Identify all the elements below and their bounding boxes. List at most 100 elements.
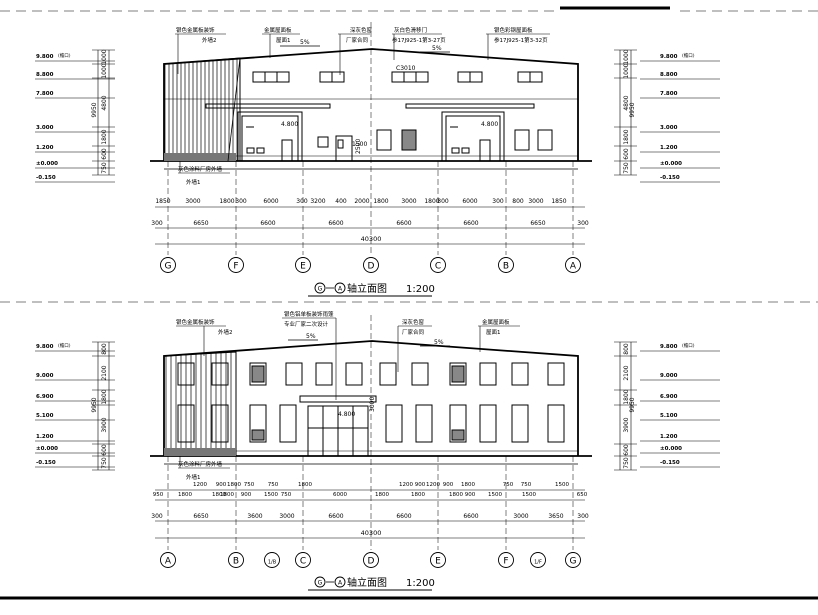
width-dimension: 650 — [577, 492, 588, 498]
total-height-dimension: 9950 — [91, 102, 98, 117]
callout-label: 外墙2 — [202, 36, 217, 44]
drawing-label: 4.800 — [481, 121, 498, 128]
callout-leaders — [176, 317, 520, 469]
level-mark: 8.800 — [660, 72, 678, 78]
bay-dimension: 300 — [577, 220, 589, 227]
bay-dimension: 6600 — [328, 513, 343, 520]
width-dimension: 1200 — [426, 482, 440, 488]
level-mark: 9.800 — [36, 54, 54, 60]
callout-label: 灰色涂料厂房外墙 — [178, 165, 223, 173]
width-dimension: 750 — [503, 482, 514, 488]
width-dimension: 750 — [268, 482, 279, 488]
height-dimension: 750 — [623, 162, 630, 174]
caption-axis-bubble — [334, 282, 346, 294]
callout-label: 深灰色窗 — [402, 318, 425, 326]
axis-lines — [167, 22, 574, 255]
axis-label: A — [165, 557, 172, 567]
axis-label: E — [435, 557, 441, 567]
height-dimension: 600 — [101, 444, 108, 456]
level-mark: 6.900 — [660, 394, 678, 400]
drawing-label: C3010 — [396, 65, 416, 72]
upper-windows — [177, 362, 565, 386]
height-dimension: 1000 — [101, 49, 108, 64]
width-dimension: 400 — [335, 198, 347, 205]
high-windows — [252, 71, 543, 83]
width-dimension: 1500 — [522, 492, 536, 498]
sliding-door — [237, 111, 505, 162]
width-dimension: 1200 — [193, 482, 207, 488]
level-mark: -0.150 — [660, 460, 680, 466]
drawing-label: 1500 — [352, 141, 367, 148]
axis-bubble — [565, 552, 581, 568]
width-dimension: 300 — [492, 198, 504, 205]
axis-label: D — [368, 557, 375, 567]
axis-bubble — [498, 552, 514, 568]
axis-label: F — [503, 557, 508, 567]
bay-dimension: 300 — [151, 220, 163, 227]
height-dimension: 4800 — [101, 95, 108, 110]
width-dimension: 3200 — [310, 198, 325, 205]
callout-label: 专业厂家二次设计 — [284, 320, 329, 328]
axis-bubble — [565, 257, 581, 273]
width-dimension: 1200 — [399, 482, 413, 488]
level-mark: -0.150 — [36, 460, 56, 466]
callout-label: 参17J925-1第3-27页 — [392, 36, 446, 44]
callout-label: 深灰色窗 — [350, 26, 373, 34]
axis-bubble — [264, 552, 280, 568]
level-mark: 5.100 — [36, 413, 54, 419]
level-mark: 3.000 — [36, 125, 54, 131]
callout-label: 屋面1 — [276, 37, 291, 44]
level-mark: 7.800 — [36, 91, 54, 97]
bottom-dimension-lines — [155, 489, 585, 539]
axis-bubble — [530, 552, 546, 568]
bay-dimension: 6600 — [463, 513, 478, 520]
width-dimension: 900 — [415, 482, 426, 488]
width-dimension: 1800 — [227, 482, 241, 488]
overall-dimension: 40300 — [361, 235, 382, 243]
level-mark: 5.100 — [660, 413, 678, 419]
total-height-dimension: 9950 — [629, 397, 636, 412]
width-dimension: 1500 — [264, 492, 278, 498]
callout-label: 银色铝单板装饰雨篷 — [284, 310, 334, 318]
drawing-label: 4.800 — [338, 411, 355, 418]
axis-label: F — [233, 262, 238, 272]
width-dimension: 1800 — [298, 482, 312, 488]
width-dimension: 1800 — [178, 492, 192, 498]
callout-label: 灰白色滑移门 — [394, 26, 427, 34]
width-dimension: 3000 — [528, 198, 543, 205]
width-dimension: 2000 — [354, 198, 369, 205]
width-dimension: 900 — [443, 482, 454, 488]
callout-label: 外墙2 — [218, 328, 233, 336]
slope-arrows — [280, 45, 450, 53]
height-dimension: 800 — [623, 343, 630, 355]
metal-cladding-panel — [163, 57, 241, 162]
callout-label: 参17J925-1第3-32页 — [494, 36, 548, 44]
level-mark: -0.150 — [36, 175, 56, 181]
dark-gray-windows — [317, 129, 553, 151]
callout-label: 厂家合同 — [346, 36, 369, 44]
axis-label: 1/B — [268, 560, 277, 566]
callout-label: 银色金属板装饰 — [176, 26, 215, 34]
width-dimension: 1800 — [461, 482, 475, 488]
width-dimension: 800 — [512, 198, 524, 205]
annotation-layer: 银色金属板装饰外墙2金属屋面板屋面1深灰色窗厂家合同灰白色滑移门参17J925-… — [36, 26, 695, 589]
level-mark: 9.800 — [660, 344, 678, 350]
width-dimension: 750 — [281, 492, 292, 498]
height-dimension: 2100 — [623, 365, 630, 380]
height-dimension: 600 — [623, 444, 630, 456]
caption-title: 轴立面图 — [347, 282, 387, 295]
bay-dimension: 6600 — [463, 220, 478, 227]
drawing-label: 3000 — [369, 397, 376, 412]
level-mark: -0.150 — [660, 175, 680, 181]
caption-scale: 1:200 — [406, 284, 435, 295]
caption-axis-to: A — [338, 286, 343, 293]
level-mark: ±0.000 — [660, 161, 682, 167]
bay-dimension: 300 — [577, 513, 589, 520]
axis-bubble — [498, 257, 514, 273]
caption-axis-bubble — [314, 576, 326, 588]
caption-axis-bubble — [334, 576, 346, 588]
callout-label: 金属屋面板 — [264, 26, 292, 34]
side-dimension-lines — [35, 341, 720, 471]
main-entrance — [299, 395, 377, 457]
